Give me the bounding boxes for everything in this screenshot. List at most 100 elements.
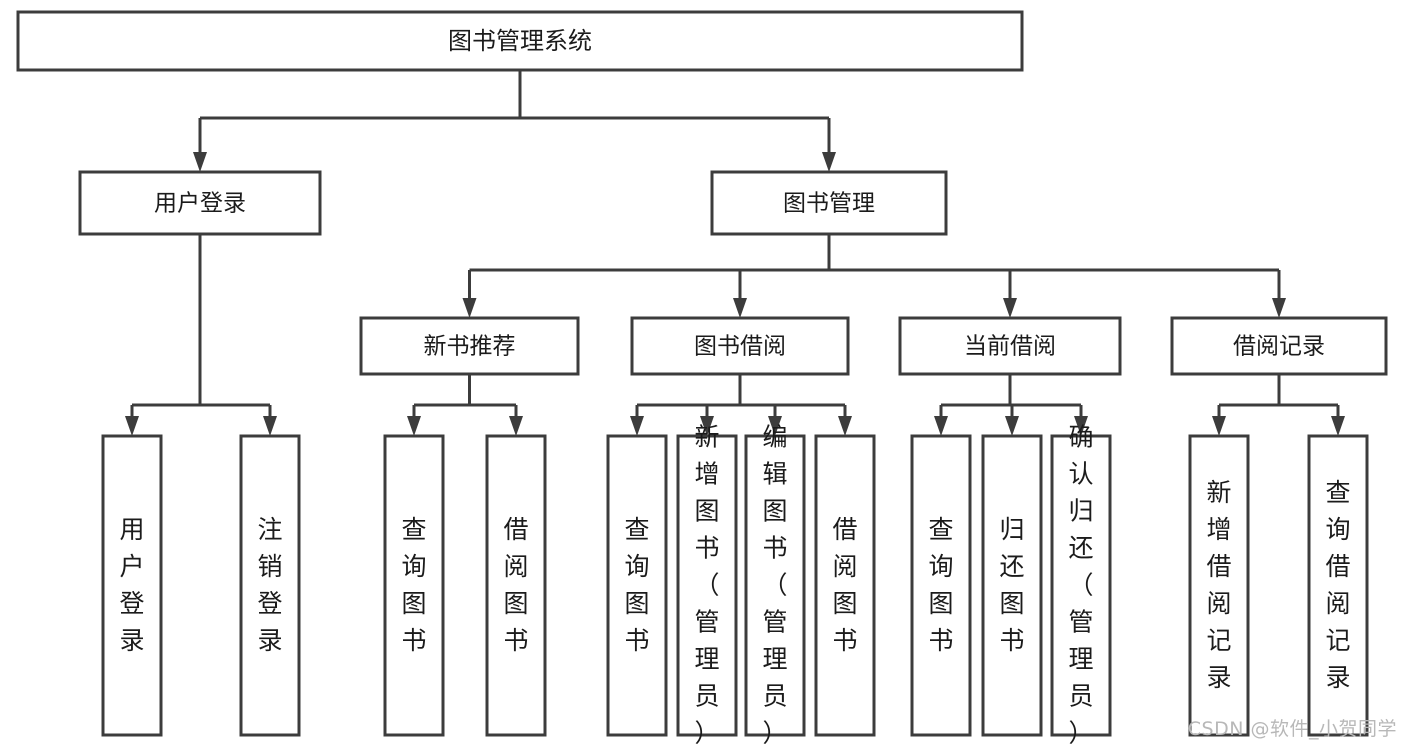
node-label: 图书管理 bbox=[783, 191, 875, 217]
node-label-char: 图 bbox=[624, 589, 649, 618]
node-book-borrow[interactable]: 图书借阅 bbox=[630, 316, 850, 376]
node-box bbox=[630, 316, 850, 376]
node-label-char: 管 bbox=[694, 608, 719, 637]
node-label-char: 询 bbox=[401, 552, 426, 581]
node-label-char: 录 bbox=[119, 626, 144, 655]
edge-arrow-icon bbox=[1212, 416, 1226, 436]
node-box bbox=[910, 434, 972, 737]
edge-arrow-icon bbox=[125, 416, 139, 436]
node-label-char: 查 bbox=[624, 515, 649, 544]
node-borrow-record[interactable]: 借阅记录 bbox=[1170, 316, 1388, 376]
node-label-char: 录 bbox=[257, 626, 282, 655]
node-label-char: 注 bbox=[257, 515, 282, 544]
node-label-char: 查 bbox=[401, 515, 426, 544]
node-label-char: 查 bbox=[928, 515, 953, 544]
node-box bbox=[1050, 434, 1112, 737]
edge-arrow-icon bbox=[462, 298, 477, 318]
node-label-char: 录 bbox=[1206, 663, 1231, 692]
node-label-char: 还 bbox=[999, 552, 1024, 581]
edge-group-book-manage bbox=[462, 234, 1286, 318]
edge-arrow-icon bbox=[263, 416, 277, 436]
node-user-login[interactable]: 用户登录 bbox=[78, 170, 322, 236]
node-label-char: 书 bbox=[624, 626, 649, 655]
node-label-char: 图 bbox=[832, 589, 857, 618]
edge-group-current-borrow bbox=[934, 374, 1088, 436]
node-label-char: 录 bbox=[1325, 663, 1350, 692]
node-label-char: 图 bbox=[401, 589, 426, 618]
node-label-char: 查 bbox=[1325, 478, 1350, 507]
node-box bbox=[606, 434, 668, 737]
node-label-char: 记 bbox=[1325, 626, 1350, 655]
node-label-char: 认 bbox=[1068, 460, 1093, 489]
nodes-layer: 图书管理系统用户登录图书管理新书推荐图书借阅当前借阅借阅记录用户登录注销登录查询… bbox=[16, 10, 1388, 747]
edge-group-book-borrow bbox=[630, 374, 852, 436]
node-label-char: 借 bbox=[1325, 552, 1350, 581]
node-label-char: 归 bbox=[1068, 497, 1093, 526]
node-label-char: 询 bbox=[928, 552, 953, 581]
node-label-char: 书 bbox=[832, 626, 857, 655]
edge-arrow-icon bbox=[768, 416, 782, 436]
node-label-char: 书 bbox=[401, 626, 426, 655]
node-label-char: 增 bbox=[1206, 515, 1231, 544]
edge-arrow-icon bbox=[822, 152, 836, 172]
node-label-char: 阅 bbox=[1325, 589, 1350, 618]
node-box bbox=[1307, 434, 1369, 737]
node-label: 当前借阅 bbox=[964, 334, 1056, 360]
node-label-char: 理 bbox=[762, 645, 787, 674]
node-leaf-user-login[interactable]: 用户登录 bbox=[101, 434, 163, 737]
node-box bbox=[239, 434, 301, 737]
node-box bbox=[16, 10, 1024, 72]
edge-group-borrow-record bbox=[1212, 374, 1345, 436]
node-root[interactable]: 图书管理系统 bbox=[16, 10, 1024, 72]
node-label-char: 阅 bbox=[832, 552, 857, 581]
node-label-char: （ bbox=[694, 571, 719, 600]
edge-arrow-icon bbox=[838, 416, 852, 436]
node-label-char: 图 bbox=[694, 497, 719, 526]
node-label-char: 增 bbox=[694, 460, 719, 489]
node-box bbox=[485, 434, 547, 737]
node-current-borrow[interactable]: 当前借阅 bbox=[898, 316, 1122, 376]
node-label-char: 书 bbox=[928, 626, 953, 655]
node-label: 新书推荐 bbox=[424, 334, 516, 360]
node-box bbox=[676, 434, 738, 737]
node-label-char: 书 bbox=[999, 626, 1024, 655]
edge-arrow-icon bbox=[1331, 416, 1345, 436]
node-box bbox=[744, 434, 806, 737]
node-new-book-rec[interactable]: 新书推荐 bbox=[359, 316, 580, 376]
node-label-char: 阅 bbox=[1206, 589, 1231, 618]
node-label-char: ） bbox=[1068, 719, 1093, 747]
node-label-char: 书 bbox=[503, 626, 528, 655]
edge-arrow-icon bbox=[193, 152, 207, 172]
node-label-char: 询 bbox=[624, 552, 649, 581]
node-book-manage[interactable]: 图书管理 bbox=[710, 170, 948, 236]
node-label-char: 图 bbox=[503, 589, 528, 618]
edge-arrow-icon bbox=[1074, 416, 1088, 436]
node-label-char: 询 bbox=[1325, 515, 1350, 544]
node-box bbox=[981, 434, 1043, 737]
node-label-char: 借 bbox=[503, 515, 528, 544]
node-label-char: 户 bbox=[119, 552, 144, 581]
node-box bbox=[1170, 316, 1388, 376]
node-label-char: 员 bbox=[762, 682, 787, 711]
edge-group-user-login bbox=[125, 234, 277, 436]
node-label-char: 新 bbox=[1206, 478, 1231, 507]
edge-arrow-icon bbox=[934, 416, 948, 436]
edge-arrow-icon bbox=[1272, 298, 1286, 318]
node-label-char: ） bbox=[762, 719, 787, 747]
node-box bbox=[383, 434, 445, 737]
node-label: 用户登录 bbox=[154, 191, 246, 217]
